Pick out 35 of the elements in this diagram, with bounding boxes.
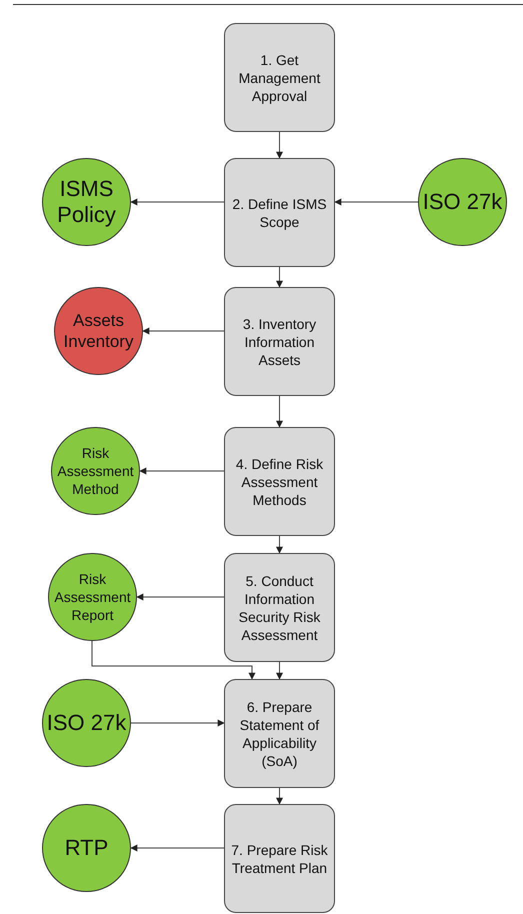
process-box [224, 427, 335, 536]
arrow [130, 844, 224, 852]
process-box [224, 158, 335, 267]
arrow [136, 594, 224, 600]
node-label: 5. Conduct Information Security Risk Assessment [238, 572, 322, 644]
process-box [224, 804, 335, 913]
arrow [334, 198, 418, 206]
arrow [92, 640, 256, 680]
node-label: 2. Define ISMS Scope [231, 194, 328, 230]
node-label: 7. Prepare Risk Treatment Plan [230, 840, 329, 876]
node-label: 3. Inventory Information Assets [242, 314, 318, 368]
process-box [224, 553, 335, 662]
process-box [224, 23, 335, 132]
arrow [276, 396, 283, 428]
node-label: Risk Assessment Method [56, 444, 135, 498]
arrow [142, 328, 224, 334]
node-label: 4. Define Risk Assessment Methods [234, 454, 324, 508]
node-label: RTP [64, 835, 110, 861]
arrow [276, 788, 283, 805]
node-label: ISO 27k [422, 189, 504, 215]
node-label: 6. Prepare Statement of Applicability (SoA) [238, 698, 320, 770]
node-label: ISMS Policy [56, 176, 117, 228]
arrow [130, 198, 224, 206]
arrow [130, 720, 225, 726]
arrow [276, 536, 283, 554]
arrow [276, 266, 283, 288]
node-label: 1. Get Management Approval [238, 50, 322, 104]
arrow [139, 468, 224, 474]
arrow [276, 132, 283, 159]
arrow [276, 662, 283, 680]
node-label: Assets Inventory [62, 310, 134, 352]
process-box [224, 679, 335, 788]
node-label: Risk Assessment Report [53, 570, 132, 624]
node-label: ISO 27k [46, 710, 128, 736]
process-box [224, 287, 335, 396]
